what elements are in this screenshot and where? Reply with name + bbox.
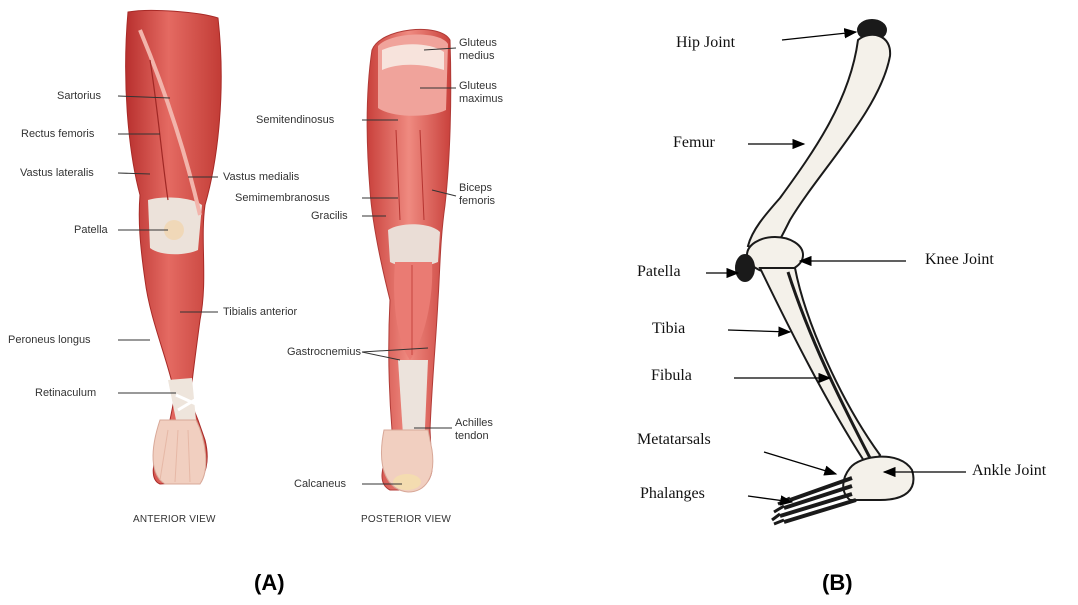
anterior-leg-illustration [126,10,222,484]
label-semimembranosus: Semimembranosus [235,192,330,204]
anterior-view-caption: ANTERIOR VIEW [133,514,216,525]
label-peroneus-longus: Peroneus longus [8,334,91,346]
label-femur: Femur [673,134,715,152]
panel-label-b: (B) [822,570,853,596]
label-knee-joint: Knee Joint [925,251,994,269]
label-biceps-femoris-line1: Biceps [459,182,492,194]
label-vastus-lateralis: Vastus lateralis [20,167,94,179]
label-rectus-femoris: Rectus femoris [21,128,94,140]
label-metatarsals: Metatarsals [637,431,711,449]
label-gluteus-medius-line2: medius [459,50,494,62]
label-gluteus-maximus-line2: maximus [459,93,503,105]
label-ankle-joint: Ankle Joint [972,462,1046,480]
label-gluteus-medius-line1: Gluteus [459,37,497,49]
label-sartorius: Sartorius [57,90,101,102]
label-retinaculum: Retinaculum [35,387,96,399]
posterior-leg-illustration [367,29,451,492]
label-phalanges: Phalanges [640,485,705,503]
label-achilles-tendon-line1: Achilles [455,417,493,429]
label-tibialis-anterior: Tibialis anterior [223,306,297,318]
label-calcaneus: Calcaneus [294,478,346,490]
label-gastrocnemius: Gastrocnemius [287,346,361,358]
label-patella-skeleton: Patella [637,263,681,281]
label-fibula: Fibula [651,367,692,385]
label-gracilis: Gracilis [311,210,348,222]
label-vastus-medialis: Vastus medialis [223,171,299,183]
label-gluteus-maximus-line1: Gluteus [459,80,497,92]
label-semitendinosus: Semitendinosus [256,114,334,126]
label-biceps-femoris-line2: femoris [459,195,495,207]
panel-label-a: (A) [254,570,285,596]
label-achilles-tendon-line2: tendon [455,430,489,442]
label-patella-anterior: Patella [74,224,108,236]
posterior-view-caption: POSTERIOR VIEW [361,514,451,525]
label-hip-joint: Hip Joint [676,34,735,52]
label-tibia: Tibia [652,320,685,338]
skeleton-leg-illustration [736,20,913,524]
